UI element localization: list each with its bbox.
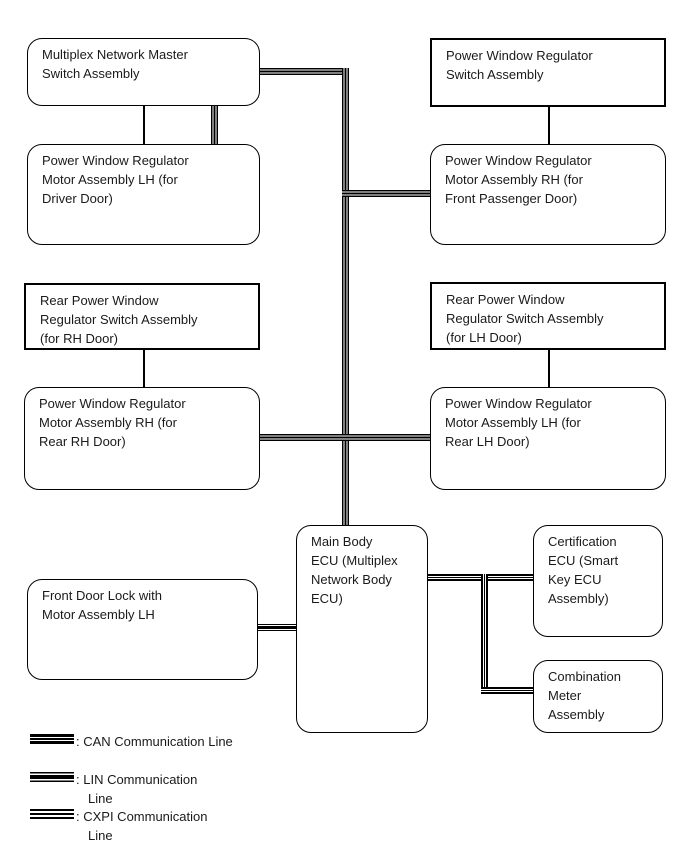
legend-cxpi-label-line2: Line bbox=[88, 828, 113, 843]
cxpi-line-trunk-to-front-rh-motor bbox=[342, 190, 430, 197]
wire-front-switch-to-front-rh-motor bbox=[548, 107, 550, 144]
cxpi-line-rear-motors-cross bbox=[259, 434, 430, 441]
box-front-door-lock-motor-lh: Front Door Lock with Motor Assembly LH bbox=[27, 579, 258, 680]
box-pw-motor-rh-rear-rh-door: Power Window Regulator Motor Assembly RH… bbox=[24, 387, 260, 490]
box-rear-pw-switch-rh-door: Rear Power Window Regulator Switch Assem… bbox=[24, 283, 260, 350]
box-rear-pw-switch-lh-door: Rear Power Window Regulator Switch Assem… bbox=[430, 282, 666, 350]
box-label-pw-motor-lh-driver-door: Power Window Regulator Motor Assembly LH… bbox=[42, 153, 189, 206]
box-certification-ecu: Certification ECU (Smart Key ECU Assembl… bbox=[533, 525, 663, 637]
legend-lin-label-line1: : LIN Communication bbox=[76, 772, 198, 787]
box-label-front-door-lock-motor-lh: Front Door Lock with Motor Assembly LH bbox=[42, 588, 162, 622]
cxpi-line-swatch-icon bbox=[30, 809, 74, 819]
box-label-certification-ecu: Certification ECU (Smart Key ECU Assembl… bbox=[548, 534, 619, 606]
wire-rear-lh-switch-to-motor bbox=[548, 350, 550, 387]
can-line-branch-vertical bbox=[481, 574, 488, 694]
can-line-main-body-to-certification bbox=[428, 574, 533, 581]
box-power-window-regulator-switch: Power Window Regulator Switch Assembly bbox=[430, 38, 666, 107]
box-label-main-body-ecu: Main Body ECU (Multiplex Network Body EC… bbox=[311, 534, 398, 606]
box-label-rear-pw-switch-rh-door: Rear Power Window Regulator Switch Assem… bbox=[40, 293, 198, 346]
lin-line-door-lock-to-main-body bbox=[258, 624, 296, 631]
box-pw-motor-rh-front-passenger: Power Window Regulator Motor Assembly RH… bbox=[430, 144, 666, 245]
box-label-multiplex-network-master-switch: Multiplex Network Master Switch Assembly bbox=[42, 47, 188, 81]
box-combination-meter: Combination Meter Assembly bbox=[533, 660, 663, 733]
legend-cxpi-label-line1: : CXPI Communication bbox=[76, 809, 208, 824]
box-pw-motor-lh-driver-door: Power Window Regulator Motor Assembly LH… bbox=[27, 144, 260, 245]
box-label-rear-pw-switch-lh-door: Rear Power Window Regulator Switch Assem… bbox=[446, 292, 604, 345]
wire-rear-rh-switch-to-motor bbox=[143, 350, 145, 387]
box-label-combination-meter: Combination Meter Assembly bbox=[548, 669, 621, 722]
cxpi-line-trunk-vertical bbox=[341, 68, 349, 525]
box-main-body-ecu: Main Body ECU (Multiplex Network Body EC… bbox=[296, 525, 428, 733]
can-line-swatch-icon bbox=[30, 734, 74, 744]
box-label-pw-motor-rh-front-passenger: Power Window Regulator Motor Assembly RH… bbox=[445, 153, 592, 206]
can-line-branch-to-combination-meter bbox=[481, 687, 533, 694]
box-multiplex-network-master-switch: Multiplex Network Master Switch Assembly bbox=[27, 38, 260, 106]
cxpi-line-master-to-driver-motor bbox=[211, 106, 218, 144]
cxpi-line-master-to-trunk bbox=[259, 68, 349, 75]
legend-can-label: : CAN Communication Line bbox=[76, 734, 233, 749]
box-label-pw-motor-rh-rear-rh-door: Power Window Regulator Motor Assembly RH… bbox=[39, 396, 186, 449]
wire-master-to-driver-motor bbox=[143, 106, 145, 144]
box-pw-motor-lh-rear-lh-door: Power Window Regulator Motor Assembly LH… bbox=[430, 387, 666, 490]
box-label-pw-motor-lh-rear-lh-door: Power Window Regulator Motor Assembly LH… bbox=[445, 396, 592, 449]
legend-lin-label-line2: Line bbox=[88, 791, 113, 806]
box-label-power-window-regulator-switch: Power Window Regulator Switch Assembly bbox=[446, 48, 593, 82]
lin-line-swatch-icon bbox=[30, 772, 74, 782]
